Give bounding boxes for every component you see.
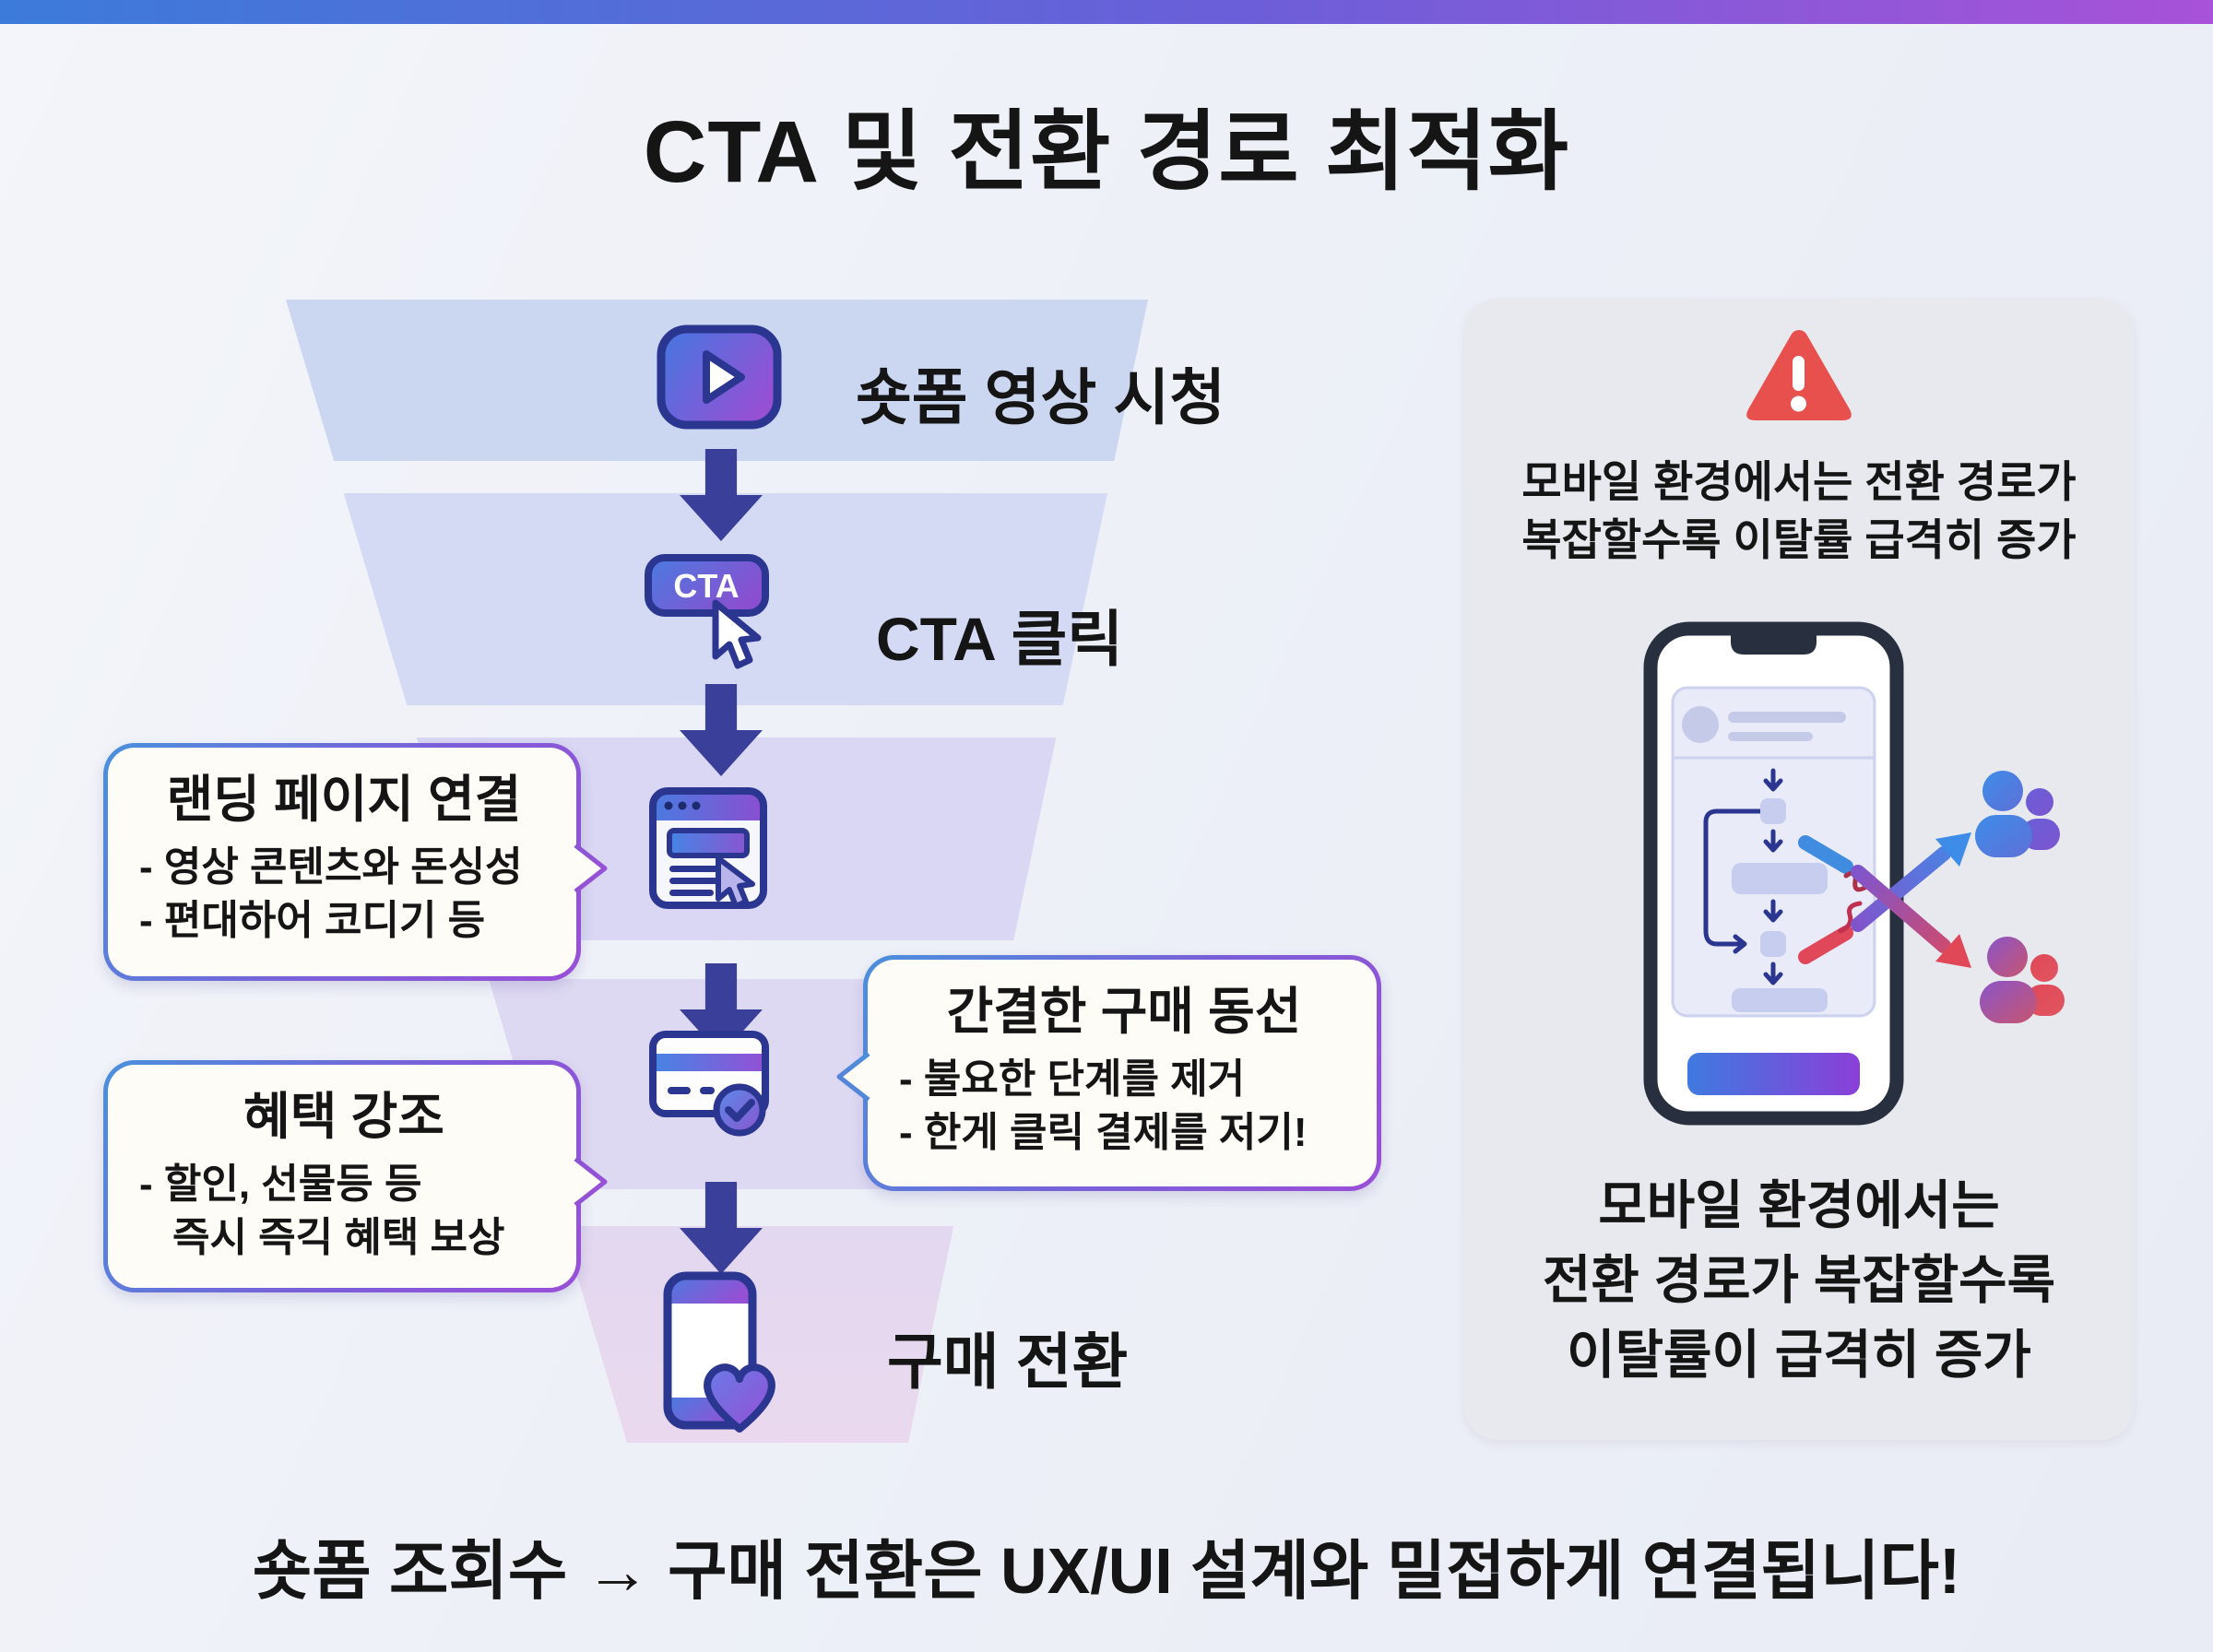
callout-bullet: - 영상 콘텐츠와 돈싱성 (139, 844, 523, 890)
callout-bullet: - 한게 클릭 결제를 저기! (899, 1109, 1308, 1155)
phone-heart-icon (663, 1271, 775, 1433)
users-churned-icon (1980, 937, 2065, 1023)
page-title: CTA 및 전환 경로 최적화 (643, 103, 1570, 201)
phone-flow-illustration (1643, 621, 1904, 1126)
landing-page-icon (649, 787, 767, 909)
cta-button-icon: CTA (645, 554, 769, 617)
warning-icon (1746, 330, 1852, 420)
blue-stub (1798, 835, 1853, 874)
warning-text-line1: 모바일 환경에서는 전환 경로가 (1521, 457, 2077, 506)
growth-arrow (1851, 846, 1951, 932)
step-label-purchase: 구매 전환 (887, 1328, 1129, 1396)
step-label-watch: 숏폼 영상 시청 (856, 363, 1225, 431)
callout-bullet: - 불요한 단계를 제거 (899, 1056, 1246, 1102)
phone-notch (1731, 631, 1817, 655)
callout-title: 간결한 구매 동선 (946, 983, 1302, 1040)
cursor-icon (712, 599, 762, 669)
top-gradient-bar (0, 0, 2213, 24)
cta-button-label: CTA (673, 567, 739, 605)
caption-line1: 모바일 환경에서는 (1598, 1176, 2000, 1235)
callout-benefits: 혜택 강조 - 할인, 선물등 등 즉시 즉긱 혜택 보상 (103, 1060, 608, 1292)
warning-text-line2: 복잡할수록 이탈률 급격히 증가 (1521, 514, 2077, 564)
callout-title: 랜딩 페이지 연결 (166, 771, 522, 828)
phone-cta-bar (1687, 1053, 1860, 1095)
callout-bullet: - 편대하어 코디기 등 (139, 897, 486, 943)
callout-tail-left (836, 1052, 870, 1102)
users-retained-icon (1975, 771, 2060, 857)
callout-bullet: - 할인, 선물등 등 (139, 1161, 422, 1207)
caption-line2: 전환 경로가 복잡할수록 (1542, 1250, 2056, 1310)
panel-warning-text: 모바일 환경에서는 전환 경로가 복잡할수록 이탈률 급격히 증가 (1464, 454, 2134, 570)
callout-tail-right (574, 1157, 608, 1207)
churn-arrow (1851, 865, 1951, 953)
footer-statement: 숏폼 조회수 → 구매 전환은 UX/UI 설계와 밀접하게 연결됩니다! (252, 1535, 1961, 1607)
callout-simple-flow: 간결한 구매 동선 - 불요한 단계를 제거 - 한게 클릭 결제를 저기! (836, 955, 1381, 1191)
caption-line3: 이탈률이 급격히 증가 (1567, 1325, 2031, 1385)
credit-card-check-icon (649, 1031, 769, 1137)
conversion-vs-churn-arrows (1798, 771, 2065, 1023)
play-icon (657, 324, 782, 430)
panel-caption-text: 모바일 환경에서는 전환 경로가 복잡할수록 이탈률이 급격히 증가 (1464, 1169, 2134, 1393)
callout-title: 혜택 강조 (243, 1088, 444, 1145)
callout-tail-right (574, 844, 608, 893)
flowchart-arrows (1703, 768, 1783, 985)
step-label-cta-click: CTA 클릭 (876, 605, 1124, 673)
break-mark (1838, 901, 1863, 934)
callout-landing-page: 랜딩 페이지 연결 - 영상 콘텐츠와 돈싱성 - 편대하어 코디기 등 (103, 743, 608, 981)
callout-bullet: 즉시 즉긱 혜택 보상 (172, 1214, 505, 1260)
red-stub (1798, 926, 1853, 964)
